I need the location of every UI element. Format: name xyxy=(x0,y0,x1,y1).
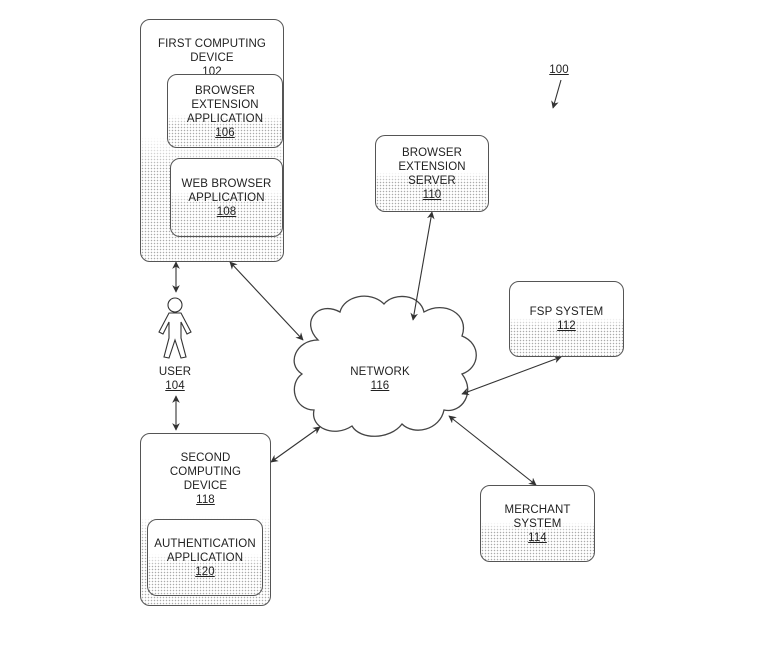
browser-extension-server-label: BROWSER EXTENSION SERVER 110 xyxy=(375,146,489,202)
line: AUTHENTICATION xyxy=(154,538,256,550)
line: SECOND xyxy=(180,452,231,464)
line: WEB BROWSER xyxy=(181,178,272,190)
link-server-network xyxy=(410,211,435,321)
merchant-system-box xyxy=(480,485,595,562)
merchant-system-label: MERCHANT SYSTEM 114 xyxy=(480,503,595,545)
line: APPLICATION xyxy=(186,113,264,125)
line: SYSTEM xyxy=(513,518,562,530)
user-figure-icon xyxy=(158,297,192,359)
fsp-system-label: FSP SYSTEM 112 xyxy=(509,305,624,333)
first-computing-device-label: FIRST COMPUTING DEVICE 102 xyxy=(140,37,284,79)
authentication-application-label: AUTHENTICATION APPLICATION 120 xyxy=(147,537,263,579)
line: SERVER xyxy=(408,175,456,187)
node-title: USER xyxy=(158,366,192,378)
line: COMPUTING xyxy=(169,466,242,478)
node-ref: 106 xyxy=(215,127,235,139)
web-browser-application-box xyxy=(170,158,283,237)
line: EXTENSION xyxy=(191,99,259,111)
line: MERCHANT xyxy=(504,504,571,516)
node-ref: 118 xyxy=(196,494,215,506)
browser-extension-application-box xyxy=(167,74,283,148)
link-first-device-network xyxy=(229,261,304,341)
network-cloud xyxy=(293,295,477,437)
line: BROWSER xyxy=(401,147,463,159)
node-ref: 108 xyxy=(216,206,237,218)
web-browser-application-label: WEB BROWSER APPLICATION 108 xyxy=(170,177,283,219)
figure-ref-number: 100 xyxy=(549,64,569,76)
node-title: FIRST COMPUTING DEVICE xyxy=(158,38,266,64)
figure-ref-label: 100 xyxy=(544,63,574,77)
node-title: FSP SYSTEM xyxy=(529,306,604,318)
figure-ref-arrow xyxy=(551,79,562,109)
node-title: NETWORK xyxy=(350,366,410,378)
line: BROWSER xyxy=(194,85,256,97)
link-fsp-network xyxy=(461,355,562,396)
line: DEVICE xyxy=(183,480,228,492)
line: APPLICATION xyxy=(166,552,244,564)
user-label: USER 104 xyxy=(150,365,200,393)
link-merchant-network xyxy=(448,415,537,486)
network-label: NETWORK 116 xyxy=(340,365,420,393)
browser-extension-application-label: BROWSER EXTENSION APPLICATION 106 xyxy=(167,84,283,140)
authentication-application-box xyxy=(147,519,263,596)
second-computing-device-label: SECOND COMPUTING DEVICE 118 xyxy=(140,451,271,507)
line: APPLICATION xyxy=(188,192,265,204)
browser-extension-server-box xyxy=(375,135,489,212)
node-ref: 104 xyxy=(165,380,185,392)
fsp-system-box xyxy=(509,281,624,357)
node-ref: 112 xyxy=(557,320,576,332)
node-ref: 110 xyxy=(422,189,442,201)
line: EXTENSION xyxy=(398,161,466,173)
node-ref: 120 xyxy=(195,566,215,578)
link-second-device-network xyxy=(270,426,321,463)
node-ref: 116 xyxy=(370,380,390,392)
node-ref: 114 xyxy=(528,532,547,544)
